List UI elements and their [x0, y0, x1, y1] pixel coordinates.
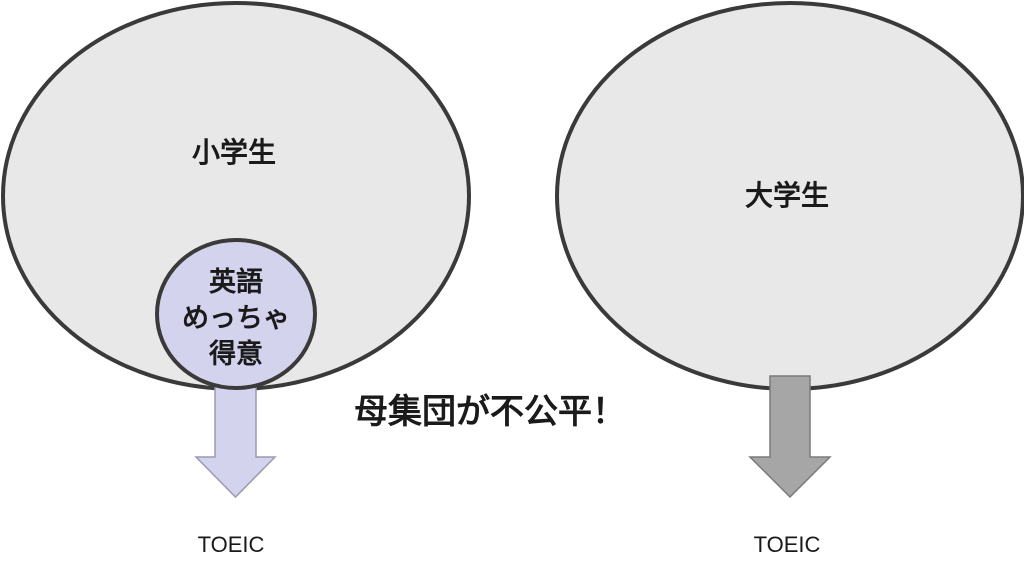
subgroup-label-line-2: めっちゃ: [182, 303, 290, 334]
left-test-label: TOEIC: [198, 532, 265, 557]
right-down-arrow: [748, 375, 832, 499]
subgroup-label-line-1: 英語: [209, 266, 263, 298]
right-population-label: 大学生: [745, 179, 829, 212]
left-population-label: 小学生: [192, 136, 276, 169]
left-down-arrow: [194, 375, 277, 499]
right-test-label: TOEIC: [754, 532, 821, 557]
subgroup-label-line-3: 得意: [208, 338, 263, 370]
center-caption: 母集団が不公平！: [354, 392, 626, 432]
subgroup-circle: [155, 238, 317, 390]
